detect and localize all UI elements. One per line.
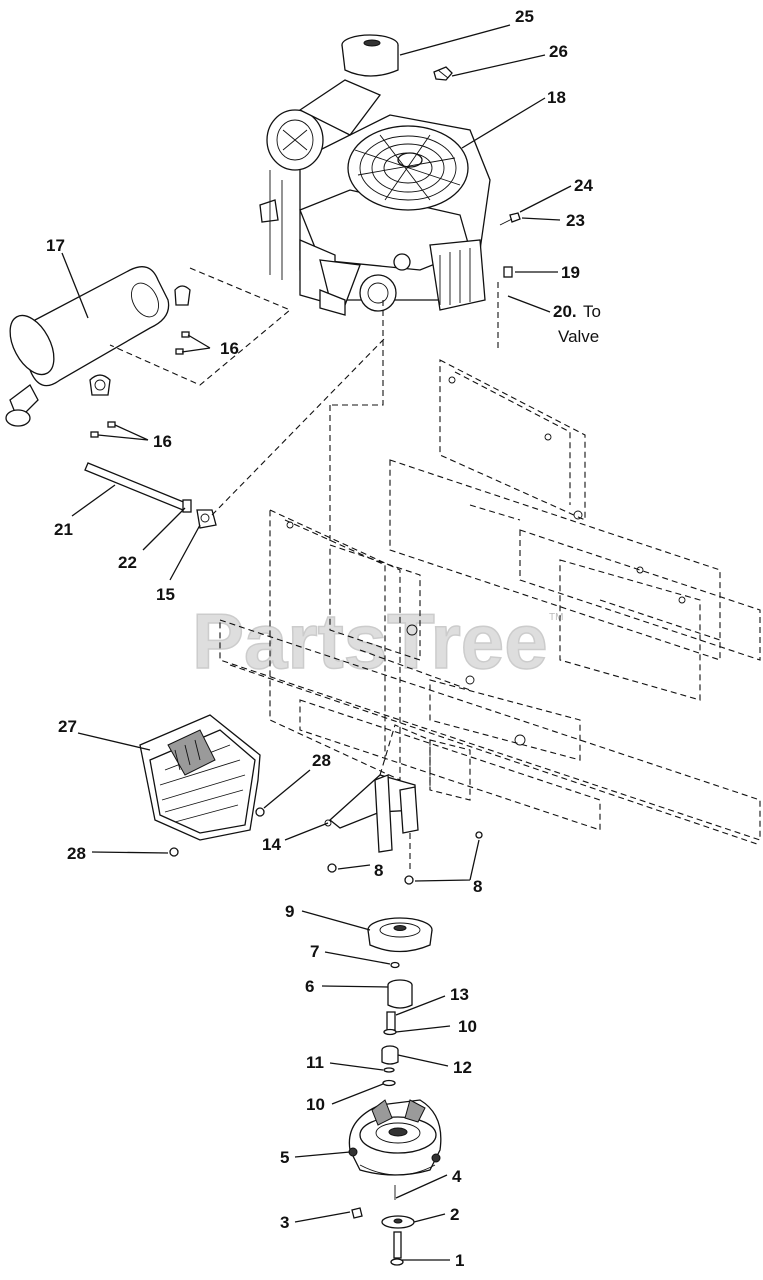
callout-27: 27 bbox=[58, 717, 77, 736]
screw-23 bbox=[499, 212, 521, 226]
callout-4: 4 bbox=[452, 1167, 462, 1186]
fitting-19 bbox=[503, 266, 513, 278]
clutch-bracket bbox=[324, 724, 431, 870]
callout-7: 7 bbox=[310, 942, 319, 961]
rod-21 bbox=[84, 462, 187, 511]
callout-28-upper: 28 bbox=[312, 751, 331, 770]
callout-15: 15 bbox=[156, 585, 175, 604]
air-cleaner-cover bbox=[341, 34, 399, 77]
callout-20-note-line1: To bbox=[583, 302, 601, 321]
callout-20: 20. bbox=[553, 302, 577, 321]
callout-labels: 25 26 18 24 23 19 20. To Valve 17 16 16 … bbox=[46, 7, 601, 1270]
screws-8 bbox=[327, 831, 483, 885]
screw-28-lower bbox=[169, 847, 179, 857]
callout-8-left: 8 bbox=[374, 861, 383, 880]
engine bbox=[259, 79, 491, 316]
leader-lines bbox=[61, 24, 572, 1261]
callout-10-upper: 10 bbox=[458, 1017, 477, 1036]
screw-28-upper bbox=[255, 807, 265, 817]
throttle-cable-line bbox=[211, 337, 386, 516]
callout-17: 17 bbox=[46, 236, 65, 255]
clutch-5 bbox=[348, 1099, 442, 1176]
callout-16-upper: 16 bbox=[220, 339, 239, 358]
bolt-1 bbox=[390, 1231, 404, 1266]
callout-10-lower: 10 bbox=[306, 1095, 325, 1114]
callout-11: 11 bbox=[306, 1053, 324, 1072]
callout-6: 6 bbox=[305, 977, 314, 996]
washer-10-lower bbox=[382, 1079, 396, 1087]
callout-25: 25 bbox=[515, 7, 534, 26]
muffler bbox=[5, 266, 191, 427]
wing-nut bbox=[433, 66, 453, 81]
muffler-mount-lines bbox=[109, 267, 292, 386]
heat-shield bbox=[139, 714, 261, 841]
clamp-22 bbox=[182, 499, 192, 513]
watermark: PartsTree TM bbox=[191, 596, 563, 686]
frame-chassis bbox=[219, 359, 761, 846]
callout-19: 19 bbox=[561, 263, 580, 282]
callout-8-right: 8 bbox=[473, 877, 482, 896]
callout-16-lower: 16 bbox=[153, 432, 172, 451]
callout-1: 1 bbox=[455, 1251, 464, 1270]
pulley-9 bbox=[367, 917, 433, 953]
callout-18: 18 bbox=[547, 88, 566, 107]
callout-20-note-line2: Valve bbox=[558, 327, 599, 346]
nut-3 bbox=[351, 1207, 363, 1219]
clamp-15 bbox=[196, 509, 217, 529]
washer-10-upper bbox=[383, 1028, 397, 1036]
callout-3: 3 bbox=[280, 1213, 289, 1232]
watermark-text: PartsTree bbox=[192, 597, 548, 685]
callout-14: 14 bbox=[262, 835, 281, 854]
callout-23: 23 bbox=[566, 211, 585, 230]
callout-12: 12 bbox=[453, 1058, 472, 1077]
callout-28-lower: 28 bbox=[67, 844, 86, 863]
washer-11 bbox=[383, 1067, 395, 1073]
watermark-trademark: TM bbox=[549, 612, 563, 623]
callout-22: 22 bbox=[118, 553, 137, 572]
washer-2 bbox=[381, 1215, 415, 1229]
callout-9: 9 bbox=[285, 902, 294, 921]
spacer-12 bbox=[381, 1045, 399, 1065]
key-7 bbox=[390, 961, 400, 969]
spacer-6 bbox=[387, 979, 413, 1009]
callout-13: 13 bbox=[450, 985, 469, 1004]
callout-26: 26 bbox=[549, 42, 568, 61]
callout-2: 2 bbox=[450, 1205, 459, 1224]
callout-21: 21 bbox=[54, 520, 73, 539]
callout-5: 5 bbox=[280, 1148, 289, 1167]
engine-center-line-2 bbox=[330, 300, 384, 406]
callout-24: 24 bbox=[574, 176, 593, 195]
bolt-13 bbox=[386, 1011, 396, 1031]
